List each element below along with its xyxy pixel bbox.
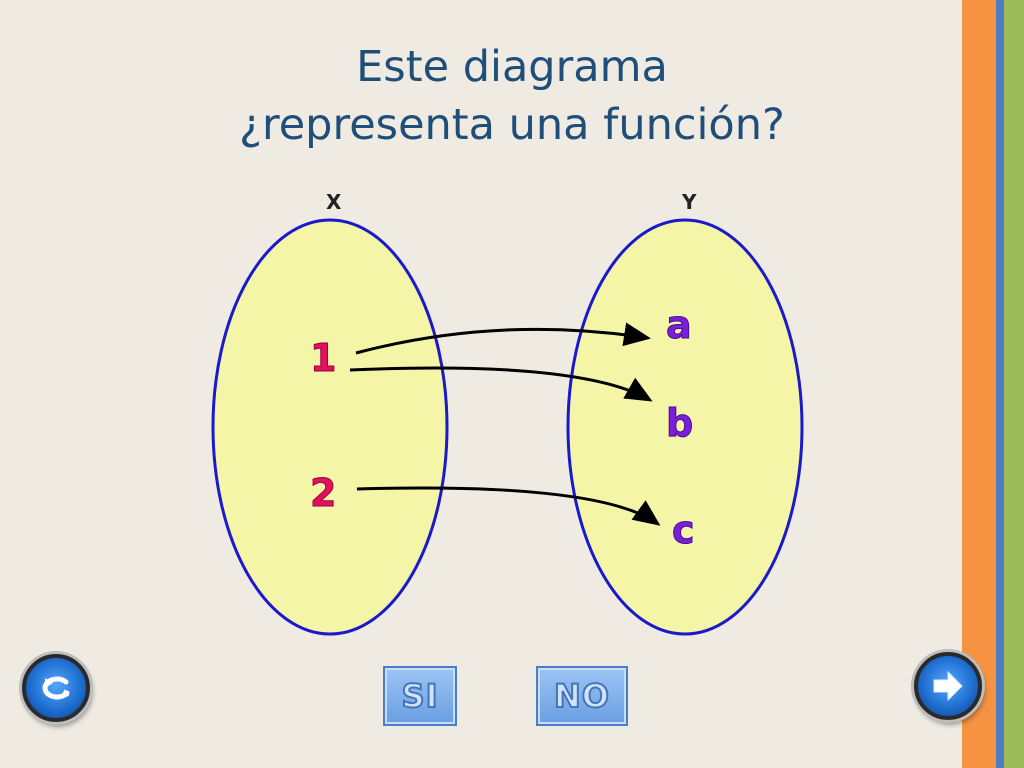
x-element-1: 1 [309, 336, 337, 380]
decor-stripe-orange [962, 0, 996, 768]
x-element-2: 2 [309, 471, 337, 515]
arrow-1-to-b [349, 366, 653, 402]
return-arrow-icon [42, 676, 70, 700]
slide-title: Este diagrama ¿representa una función? [0, 38, 1024, 154]
arrow-2-to-c [356, 486, 661, 526]
decor-stripe-blue [996, 0, 1004, 768]
y-element-a: a [666, 303, 693, 347]
y-element-b: b [665, 401, 694, 445]
right-arrow-icon [933, 670, 963, 702]
y-element-c: c [672, 508, 696, 552]
back-button[interactable] [22, 654, 90, 722]
decor-stripe-green [1004, 0, 1024, 768]
set-x-label: X [326, 190, 342, 214]
title-line-1: Este diagrama [356, 42, 668, 92]
next-button[interactable] [914, 652, 982, 720]
set-y-label: Y [682, 190, 697, 214]
set-x-ellipse [211, 218, 449, 636]
arrow-1-to-a [355, 322, 651, 355]
title-line-2: ¿representa una función? [239, 100, 785, 150]
yes-button[interactable]: SI [383, 666, 457, 726]
no-button[interactable]: NO [536, 666, 628, 726]
